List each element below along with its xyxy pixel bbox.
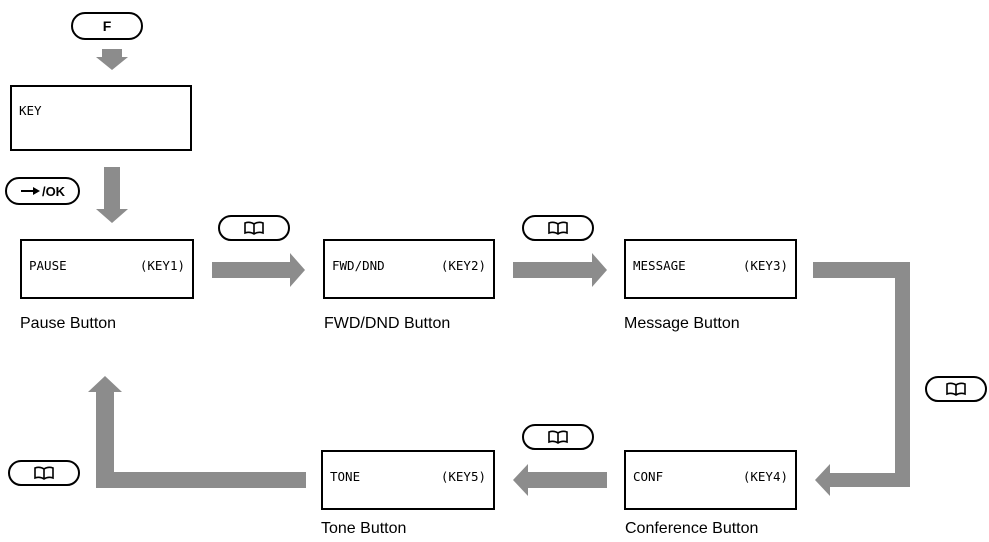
display-label: MESSAGE xyxy=(633,258,686,273)
function-key-label: F xyxy=(102,18,112,34)
display-label: KEY xyxy=(19,103,42,118)
open-book-icon xyxy=(34,466,54,480)
arrow-right-pause-to-fwd xyxy=(212,253,305,287)
phonebook-key-button-1[interactable] xyxy=(218,215,290,241)
right-arrow-icon xyxy=(20,187,40,195)
display-label: FWD/DND xyxy=(332,258,385,273)
phonebook-key-button-4[interactable] xyxy=(522,424,594,450)
display-key-menu: KEY xyxy=(10,85,192,151)
display-key-number: (KEY1) xyxy=(139,258,185,273)
caption-message-button: Message Button xyxy=(624,315,740,332)
display-label: PAUSE xyxy=(29,258,67,273)
display-key-number: (KEY3) xyxy=(742,258,788,273)
arrow-left-conf-to-tone xyxy=(513,464,607,496)
caption-conference-button: Conference Button xyxy=(625,520,759,537)
slash-separator: / xyxy=(41,183,46,199)
caption-tone-button: Tone Button xyxy=(321,520,407,537)
display-key-number: (KEY4) xyxy=(742,469,788,484)
display-conf: CONF (KEY4) xyxy=(624,450,797,510)
open-book-icon xyxy=(548,221,568,235)
enter-ok-key-button[interactable]: / OK xyxy=(5,177,80,205)
arrow-elbow-message-to-conf xyxy=(813,262,910,496)
arrow-right-fwd-to-message xyxy=(513,253,607,287)
arrow-down-f-to-key xyxy=(96,49,128,70)
display-message: MESSAGE (KEY3) xyxy=(624,239,797,299)
display-label: CONF xyxy=(633,469,664,484)
arrow-elbow-tone-to-pause xyxy=(88,376,306,488)
phonebook-key-button-3[interactable] xyxy=(925,376,987,402)
phonebook-key-button-5[interactable] xyxy=(8,460,80,486)
display-fwd-dnd: FWD/DND (KEY2) xyxy=(323,239,495,299)
display-label: TONE xyxy=(330,469,361,484)
display-pause: PAUSE (KEY1) xyxy=(20,239,194,299)
caption-pause-button: Pause Button xyxy=(20,315,117,332)
open-book-icon xyxy=(244,221,264,235)
caption-fwd-dnd-button: FWD/DND Button xyxy=(324,315,451,332)
phonebook-key-button-2[interactable] xyxy=(522,215,594,241)
arrow-down-key-to-pause xyxy=(96,167,128,223)
display-tone: TONE (KEY5) xyxy=(321,450,495,510)
open-book-icon xyxy=(946,382,966,396)
enter-ok-key-label: OK xyxy=(45,183,66,199)
function-key-button[interactable]: F xyxy=(71,12,143,40)
display-key-number: (KEY2) xyxy=(440,258,486,273)
open-book-icon xyxy=(548,430,568,444)
display-key-number: (KEY5) xyxy=(440,469,486,484)
